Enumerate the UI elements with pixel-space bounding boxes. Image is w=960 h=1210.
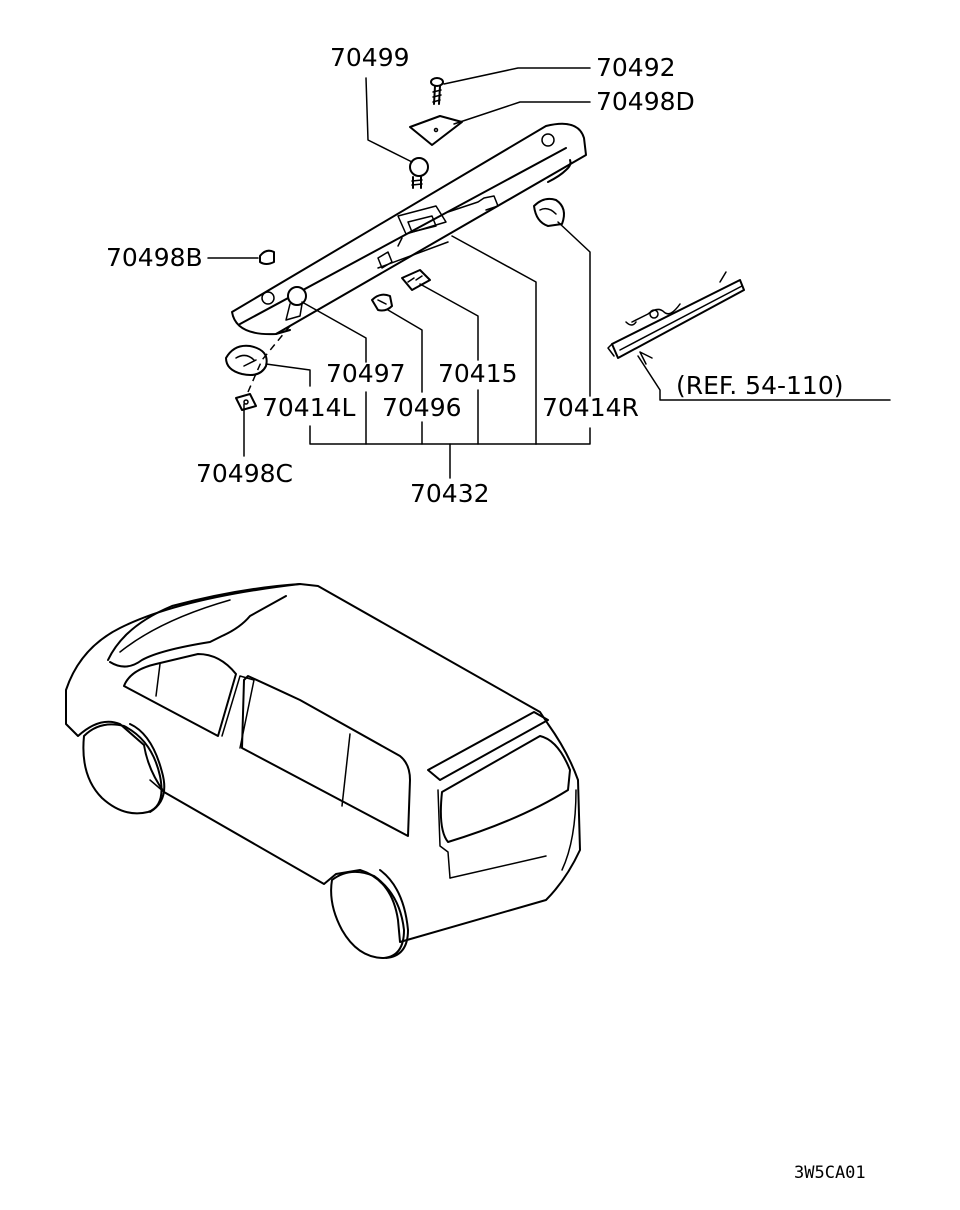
leader-lines (207, 67, 591, 479)
stop-lamp-assembly (607, 271, 891, 401)
cap-70414L (225, 344, 268, 376)
label-70415: 70415 (438, 359, 518, 388)
grommet-70497 (285, 286, 307, 321)
label-70498C: 70498C (196, 459, 293, 488)
cap-70498B (259, 249, 275, 265)
pad-70498D (409, 115, 463, 146)
drawing-code: 3W5CA01 (794, 1163, 866, 1183)
label-70414L: 70414L (262, 393, 356, 422)
clip-70415 (401, 269, 431, 291)
label-70498D: 70498D (596, 87, 695, 116)
screw-70492 (430, 77, 444, 105)
cap-70414R (533, 197, 565, 227)
label-70499: 70499 (330, 43, 410, 72)
vehicle-illustration (65, 583, 581, 959)
label-reference: (REF. 54-110) (676, 371, 843, 400)
label-70414R: 70414R (542, 393, 639, 422)
clip-70496 (371, 293, 393, 312)
spoiler-garnish (231, 122, 587, 336)
label-70492: 70492 (596, 53, 676, 82)
label-70498B: 70498B (106, 243, 203, 272)
label-70432: 70432 (410, 479, 490, 508)
label-70497: 70497 (326, 359, 406, 388)
bolt-70499 (409, 157, 429, 189)
label-70496: 70496 (382, 393, 462, 422)
nut-70498C (235, 393, 257, 411)
assembly-line (247, 325, 291, 393)
